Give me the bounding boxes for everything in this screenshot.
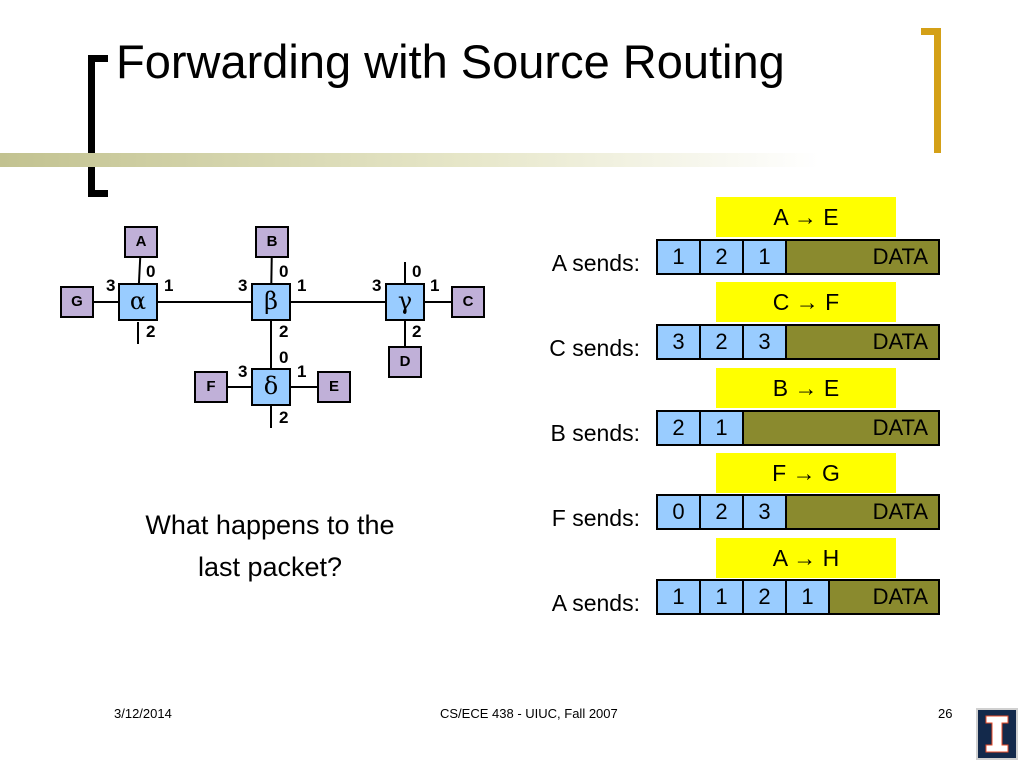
sender-label: B sends: — [550, 420, 641, 446]
port-label: 2 — [146, 322, 156, 341]
port-label: 0 — [279, 348, 289, 367]
sender-label: F sends: — [551, 505, 640, 531]
packet-hop: 2 — [701, 496, 744, 528]
question-text: What happens to the last packet? — [145, 510, 395, 582]
route-label: C → F — [716, 282, 896, 322]
port-label: 1 — [430, 276, 440, 295]
port-label: 3 — [238, 276, 248, 295]
packet-data: DATA — [872, 415, 928, 440]
packet-data: DATA — [872, 499, 928, 524]
title-bracket-left — [88, 55, 108, 197]
packet-hop: 2 — [701, 326, 744, 358]
port-label: 0 — [279, 262, 289, 281]
packet-hop: 0 — [658, 496, 701, 528]
packet-hop: 2 — [658, 412, 701, 444]
packet-hop: 3 — [658, 326, 701, 358]
packet-hop: 2 — [744, 581, 787, 613]
packet-hop: 2 — [701, 241, 744, 273]
university-logo-icon — [976, 708, 1018, 760]
port-label: 1 — [164, 276, 174, 295]
slide-title: Forwarding with Source Routing — [116, 35, 785, 88]
packet-hop: 3 — [744, 496, 787, 528]
port-label: 2 — [279, 322, 289, 341]
packet-data: DATA — [872, 584, 928, 609]
packet-data: DATA — [872, 329, 928, 354]
footer-date: 3/12/2014 — [114, 706, 172, 721]
host-D: D — [388, 346, 422, 378]
host-F: F — [194, 371, 228, 403]
route-label: B → E — [716, 368, 896, 408]
port-label: 3 — [106, 276, 116, 295]
port-label: 3 — [238, 362, 248, 381]
switch-gamma: γ — [385, 283, 425, 321]
port-label: 1 — [297, 362, 307, 381]
packet-hop: 1 — [701, 581, 744, 613]
packet-hop: 1 — [658, 581, 701, 613]
port-label: 0 — [412, 262, 422, 281]
sender-label: A sends: — [551, 250, 640, 276]
switch-alpha: α — [118, 283, 158, 321]
sender-label: A sends: — [551, 590, 640, 616]
host-B: B — [255, 226, 289, 258]
title-underline-bar — [0, 153, 1024, 167]
route-label: F → G — [716, 453, 896, 493]
packet-hop: 3 — [744, 326, 787, 358]
packet-hop: 1 — [701, 412, 744, 444]
packet-hop: 1 — [744, 241, 787, 273]
route-label: A → H — [716, 538, 896, 578]
packet-data: DATA — [872, 244, 928, 269]
port-label: 3 — [372, 276, 382, 295]
route-label: A → E — [716, 197, 896, 237]
port-label: 2 — [412, 322, 422, 341]
host-A: A — [124, 226, 158, 258]
sender-label: C sends: — [549, 335, 640, 361]
packet-hop: 1 — [787, 581, 830, 613]
host-E: E — [317, 371, 351, 403]
switch-beta: β — [251, 283, 291, 321]
port-label: 1 — [297, 276, 307, 295]
footer-course: CS/ECE 438 - UIUC, Fall 2007 — [440, 706, 618, 721]
port-label: 2 — [279, 408, 289, 427]
switch-delta: δ — [251, 368, 291, 406]
packet-hop: 1 — [658, 241, 701, 273]
host-C: C — [451, 286, 485, 318]
host-G: G — [60, 286, 94, 318]
footer-page-number: 26 — [938, 706, 953, 721]
port-label: 0 — [146, 262, 156, 281]
